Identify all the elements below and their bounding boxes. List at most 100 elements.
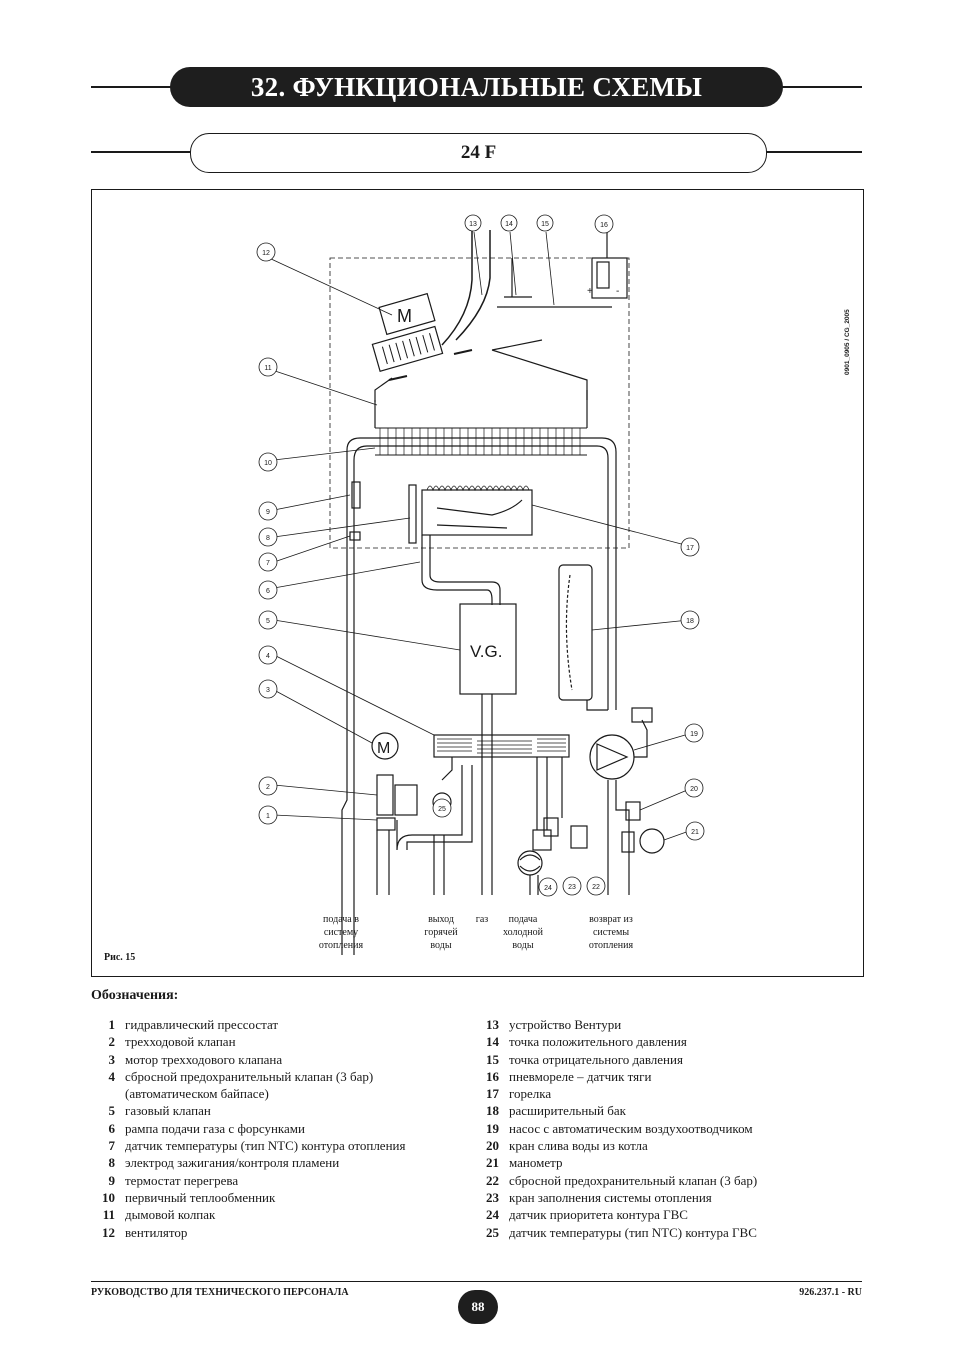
expansion-diaphragm xyxy=(565,574,573,691)
fan-motor-label: M xyxy=(397,306,412,326)
gas-ramp-inner xyxy=(429,535,501,605)
gas-valve-label: V.G. xyxy=(470,642,502,661)
hydraulic-pressure-switch xyxy=(376,817,396,831)
manometer-fitting xyxy=(621,831,635,853)
svg-text:6: 6 xyxy=(266,588,270,595)
three-way-valve xyxy=(376,774,394,816)
overheat-thermostat xyxy=(351,481,361,509)
priority-sensor xyxy=(532,829,552,851)
svg-text:15: 15 xyxy=(541,221,549,228)
svg-text:7: 7 xyxy=(266,560,270,567)
callout-leaders xyxy=(268,231,693,841)
heating-flow-pipe-inner xyxy=(353,445,609,955)
air-vent xyxy=(631,707,653,723)
air-switch-contact xyxy=(596,261,610,289)
figure-caption: Рис. 15 xyxy=(104,952,136,963)
pump-triangle xyxy=(596,743,629,771)
page-title: 32. ФУНКЦИОНАЛЬНЫЕ СХЕМЫ xyxy=(170,67,783,107)
ignition-electrode xyxy=(408,484,417,544)
svg-text:14: 14 xyxy=(505,221,513,228)
legend-title: Обозначения: xyxy=(91,988,179,1003)
footer-manual-title: РУКОВОДСТВО ДЛЯ ТЕХНИЧЕСКОГО ПЕРСОНАЛА xyxy=(91,1287,349,1298)
expansion-pipe xyxy=(586,700,608,711)
flue-gap-left xyxy=(388,375,408,381)
footer-rule xyxy=(91,1281,862,1282)
svg-text:12: 12 xyxy=(262,250,270,257)
ntc-sensor-heating xyxy=(349,531,361,541)
filling-valve xyxy=(543,817,559,837)
svg-text:9: 9 xyxy=(266,509,270,516)
cold-inlet-pipe xyxy=(536,757,548,830)
venturi-duct-right xyxy=(455,230,491,341)
footer-doc-code: 926.237.1 - RU xyxy=(799,1287,862,1298)
svg-text:20: 20 xyxy=(690,786,698,793)
svg-text:11: 11 xyxy=(264,365,271,372)
valve-body xyxy=(394,784,418,816)
svg-text:2: 2 xyxy=(266,784,270,791)
label-gas: газ xyxy=(475,914,489,925)
fan-motor-box xyxy=(378,292,436,336)
svg-text:22: 22 xyxy=(592,884,600,891)
svg-text:3: 3 xyxy=(266,687,270,694)
svg-text:25: 25 xyxy=(438,806,446,813)
title-rule-left xyxy=(91,86,181,88)
relief-valve xyxy=(570,825,588,849)
manometer xyxy=(639,828,665,854)
title-rule-right xyxy=(770,86,862,88)
primary-heat-exchanger xyxy=(375,427,587,456)
label-heating-flow: подача в систему отопления xyxy=(318,914,364,951)
return-pipe-left xyxy=(396,765,463,851)
burner-mixing-tube xyxy=(436,499,523,529)
gas-valve xyxy=(459,603,517,695)
gas-ramp xyxy=(421,535,493,605)
return-pipe-left-inner xyxy=(406,765,473,850)
bypass-exchanger xyxy=(433,734,570,758)
expansion-tank xyxy=(558,564,593,701)
subtitle-rule-left xyxy=(91,151,193,153)
dhw-outlet-pipe xyxy=(441,757,453,781)
air-pressure-switch xyxy=(591,257,628,299)
page-number: 88 xyxy=(458,1290,498,1324)
svg-text:21: 21 xyxy=(691,829,699,836)
flue-gap-right xyxy=(453,349,473,355)
callout-numbers: 12 13 14 15 16 11 10 9 8 7 6 5 4 3 2 1 1… xyxy=(262,221,699,892)
label-dhw-outlet: выход горячей воды xyxy=(424,914,458,951)
pump-pipe xyxy=(634,719,648,758)
svg-text:1: 1 xyxy=(266,813,270,820)
svg-text:+: + xyxy=(587,286,593,297)
diagram-frame: + - M xyxy=(91,189,864,977)
valve-motor xyxy=(371,732,399,760)
svg-text:23: 23 xyxy=(568,884,576,891)
svg-text:16: 16 xyxy=(600,222,608,229)
subtitle-rule-right xyxy=(763,151,862,153)
svg-text:24: 24 xyxy=(544,885,552,892)
flue-hood xyxy=(374,339,588,402)
boiler-casing xyxy=(329,257,630,549)
svg-text:-: - xyxy=(616,286,619,297)
valve-motor-label: M xyxy=(377,740,390,757)
svg-text:18: 18 xyxy=(686,618,694,625)
flow-switch-blades xyxy=(519,854,541,872)
heating-flow-pipe xyxy=(341,437,617,955)
label-cold-inlet: подача холодной воды xyxy=(503,914,543,951)
